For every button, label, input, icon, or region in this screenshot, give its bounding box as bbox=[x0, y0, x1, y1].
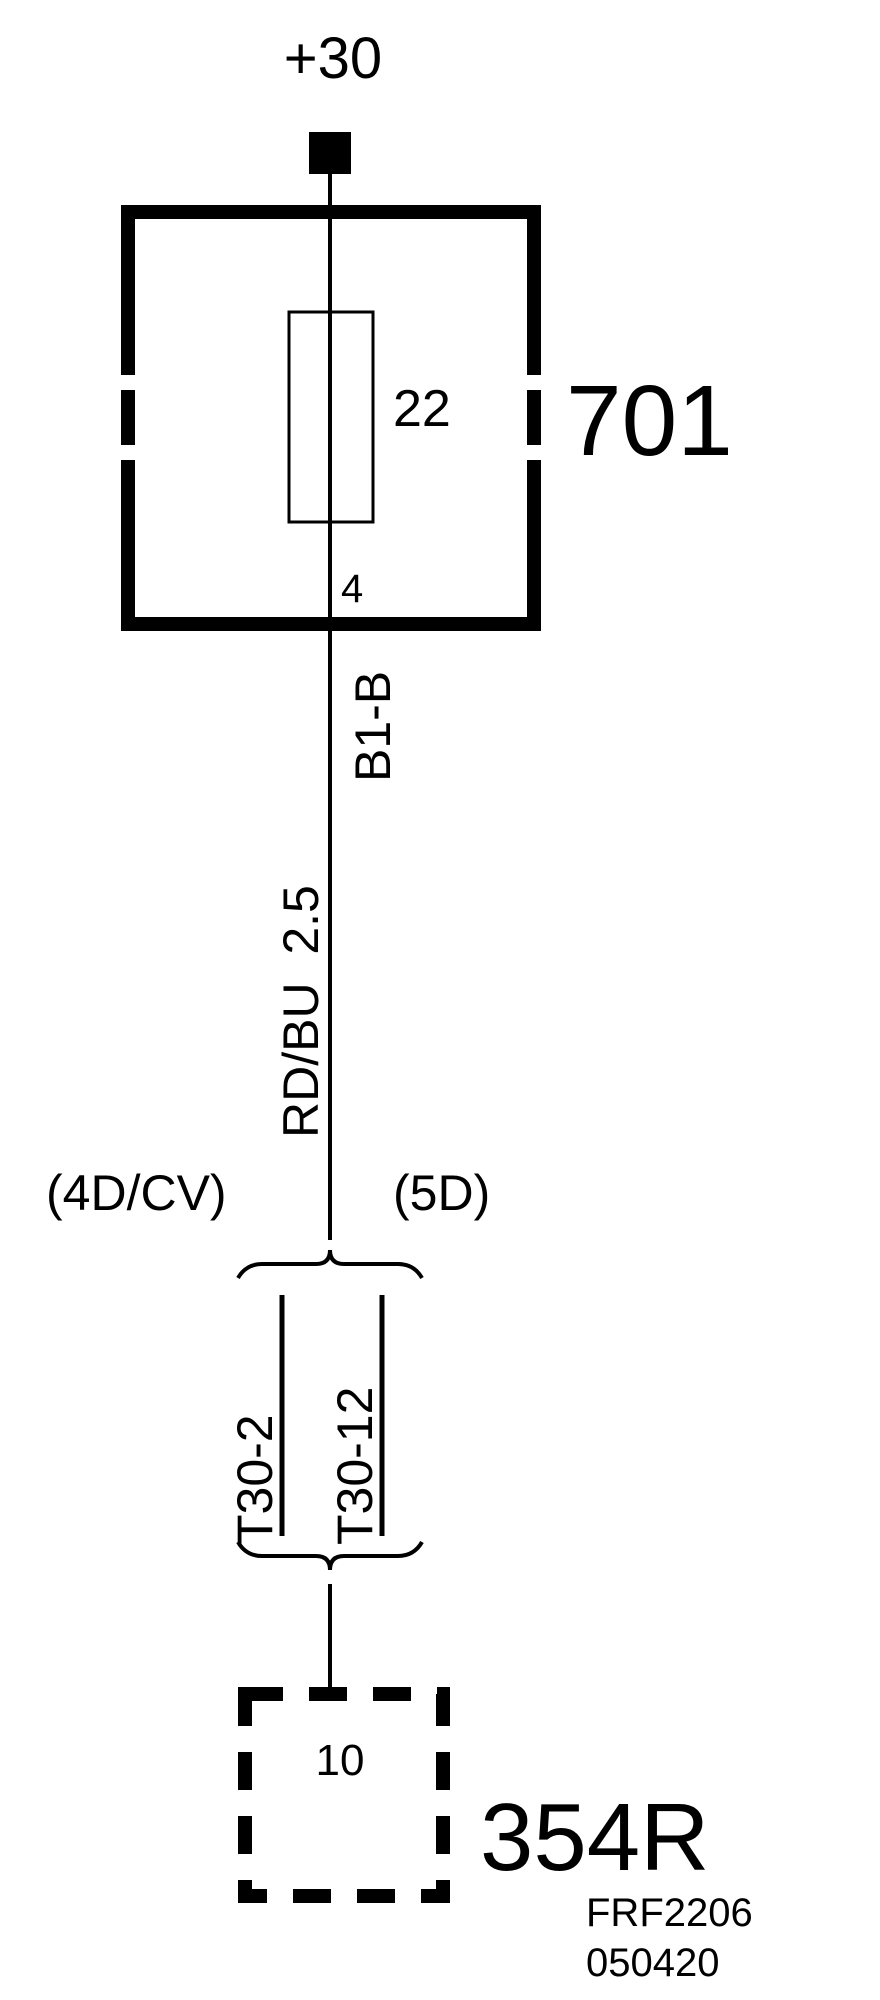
component-id: 354R bbox=[480, 1784, 710, 1891]
fuse-box-id: 701 bbox=[566, 365, 733, 477]
drawing-ref-code: FRF2206 bbox=[586, 1891, 753, 1935]
splice-left-label: T30-2 bbox=[227, 1414, 283, 1545]
supply-label: +30 bbox=[284, 26, 382, 91]
supply-terminal bbox=[309, 132, 351, 174]
drawing-ref-date: 050420 bbox=[586, 1941, 719, 1985]
variant-right-label: (5D) bbox=[393, 1165, 490, 1221]
component-pin: 10 bbox=[316, 1736, 365, 1785]
fuse-box-pin: 4 bbox=[341, 567, 363, 611]
variant-left-label: (4D/CV) bbox=[46, 1165, 227, 1221]
wire-connector-label: B1-B bbox=[345, 671, 401, 782]
fuse-number: 22 bbox=[393, 380, 451, 438]
brace-top bbox=[236, 1249, 424, 1280]
component-354r-box bbox=[238, 1687, 450, 1903]
brace-bottom bbox=[236, 1540, 424, 1571]
splice-right-label: T30-12 bbox=[327, 1387, 383, 1545]
wire-spec-label: RD/BU 2.5 bbox=[273, 885, 329, 1138]
